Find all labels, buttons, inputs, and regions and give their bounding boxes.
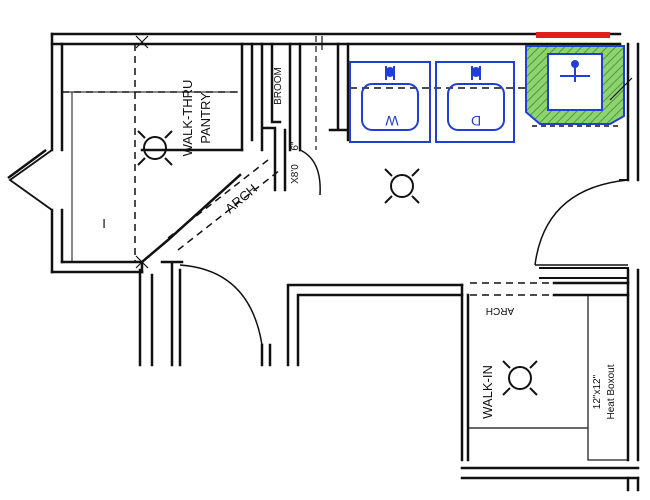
laundry-left-wall: [328, 42, 350, 142]
boxout-label-line1: 12"x12": [592, 374, 603, 409]
pantry-label-line1: WALK-THRU: [180, 80, 195, 157]
hall-lower-wall: [160, 260, 184, 367]
heat-boxout: [587, 294, 629, 461]
pantry-door-leaf: [7, 148, 47, 180]
faucet-icon: [560, 60, 590, 82]
broom-wall: [260, 42, 302, 192]
walkin-label: WALK-IN: [480, 365, 495, 419]
boxout-label-line2: Heat Boxout: [606, 364, 617, 419]
walkin-right-top-wall: [552, 281, 630, 297]
dryer-body: [435, 61, 515, 143]
dryer-knob-icon: [471, 67, 481, 77]
red-accent: [536, 32, 610, 38]
dashed-lines: [62, 44, 552, 296]
jamb-marks: [135, 35, 323, 269]
pantry-bottom-wall: [50, 260, 144, 274]
corridor-door-swing: [179, 264, 263, 346]
walkin-left-wall: [460, 283, 470, 462]
hall-left-wall: [138, 268, 154, 367]
arch-wall-upper: [140, 148, 244, 274]
broom-label: BROOM: [273, 67, 284, 105]
walkin-shelves: [468, 294, 629, 461]
top-wall: [50, 32, 622, 46]
broom-dim-6: 6": [290, 141, 301, 151]
ceiling-light-icon: [384, 168, 420, 204]
sink-pointer: [609, 77, 633, 101]
right-door-stub: [539, 179, 629, 279]
washer-body: [349, 61, 431, 143]
ceiling-light-icon: [137, 130, 173, 166]
pantry-label-line2: PANTRY: [198, 92, 213, 144]
broom-dim-x80: X8'0: [290, 164, 301, 184]
utility-sink: [525, 32, 633, 125]
dryer: [435, 61, 515, 143]
pantry-shelf-edges: [62, 91, 238, 262]
pantry-mark: I: [102, 216, 106, 231]
right-wall: [626, 42, 640, 492]
pantry-door: [8, 149, 53, 211]
walkin-bottom-wall: [460, 466, 640, 480]
broom-door-swing: [299, 149, 321, 196]
dryer-label: D: [471, 113, 481, 129]
doors: [7, 148, 629, 346]
dryer-drum: [447, 83, 505, 131]
washer: [349, 61, 431, 143]
arch-diagonal-dash-2: [177, 169, 281, 251]
pantry-inner-wall: [240, 42, 254, 152]
washer-label: W: [385, 113, 399, 129]
arch-label-lower: ARCH: [486, 305, 514, 316]
walkin-top-wall: [286, 283, 464, 367]
door-stub-lower: [260, 343, 272, 367]
laundry-door-swing: [534, 179, 629, 266]
arch-diagonal-dash-1: [167, 159, 269, 239]
washer-drum: [361, 83, 419, 131]
washer-knob-icon: [385, 67, 395, 77]
pantry-left-wall: [50, 32, 64, 274]
ceiling-light-icon: [502, 360, 538, 396]
appliance-labels: W D: [385, 113, 481, 129]
